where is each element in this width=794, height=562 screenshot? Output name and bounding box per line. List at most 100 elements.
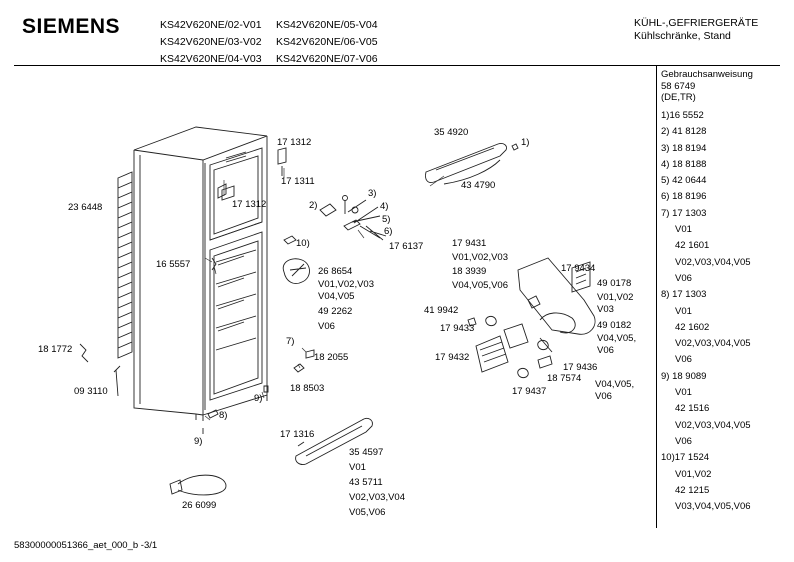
model-number: KS42V620NE/02-V01 xyxy=(160,19,262,31)
part-label: 18 7574 xyxy=(547,373,582,384)
product-category: KÜHL-,GEFRIERGERÄTE Kühlschränke, Stand xyxy=(634,17,758,43)
footnote-entry: V02,V03,V04,V05 xyxy=(675,338,751,350)
part-label: 18 2055 xyxy=(314,352,349,363)
part-label: 49 0178 xyxy=(597,278,632,289)
part-label: 35 4920 xyxy=(434,127,469,138)
model-number: KS42V620NE/06-V05 xyxy=(276,36,378,48)
model-number: KS42V620NE/04-V03 xyxy=(160,53,262,65)
footnote-entry: 2) 41 8128 xyxy=(661,126,707,138)
variant-label: V06 xyxy=(595,391,612,402)
variant-label: V01 xyxy=(349,462,366,473)
footnote-entry: 9) 18 9089 xyxy=(661,370,707,382)
part-label: 49 2262 xyxy=(318,306,353,317)
part-label: 09 3110 xyxy=(74,386,108,397)
handle-drawing xyxy=(425,143,519,185)
footnote-entry: 6) 18 8196 xyxy=(661,191,707,203)
part-label: 41 9942 xyxy=(424,305,459,316)
footnote-entry: 42 1601 xyxy=(675,240,710,252)
variant-label: V01,V02,V03 xyxy=(452,252,508,263)
part-label: 17 1312 xyxy=(277,137,312,148)
variant-label: V04,V05,V06 xyxy=(452,280,508,291)
model-number: KS42V620NE/07-V06 xyxy=(276,53,378,65)
document-id: 58300000051366_aet_000_b -3/1 xyxy=(14,540,158,551)
leader-lines xyxy=(204,168,445,421)
footnote-entry: V06 xyxy=(675,435,692,447)
variant-label: V01,V02 xyxy=(597,292,634,303)
footnote-entry: 42 1516 xyxy=(675,403,710,415)
footnote-entry: V06 xyxy=(675,354,692,366)
part-label: 18 1772 xyxy=(38,344,73,355)
footnote-entry: 10)17 1524 xyxy=(661,452,710,464)
footnote-entry: V01,V02 xyxy=(675,468,712,480)
fridge-cabinet-drawing xyxy=(117,126,268,421)
callout-label: 4) xyxy=(380,201,389,212)
small-parts-drawing xyxy=(79,147,387,434)
footnote-entry: V01 xyxy=(675,387,692,399)
footnote-entry: 3) 18 8194 xyxy=(661,142,707,154)
footnote-entry: V06 xyxy=(675,272,692,284)
variant-label: V04,V05 xyxy=(318,291,355,302)
callout-label: 10) xyxy=(296,238,310,249)
footnote-entry: V02,V03,V04,V05 xyxy=(675,256,751,268)
callout-label: 9) xyxy=(194,436,203,447)
callout-label: 1) xyxy=(521,137,530,148)
part-label: 17 9433 xyxy=(440,323,475,334)
callout-label: 8) xyxy=(219,410,228,421)
part-label: 26 6099 xyxy=(182,500,217,511)
part-label: 16 5557 xyxy=(156,259,191,270)
model-list-col2: KS42V620NE/05-V04 KS42V620NE/06-V05 KS42… xyxy=(276,19,378,66)
part-label: 35 4597 xyxy=(349,447,384,458)
model-number: KS42V620NE/05-V04 xyxy=(276,19,378,31)
footnote-entry: 42 1602 xyxy=(675,321,710,333)
part-label: 49 0182 xyxy=(597,320,632,331)
variant-label: V06 xyxy=(318,321,335,332)
variant-label: V02,V03,V04 xyxy=(349,492,405,503)
callout-label: 9) xyxy=(254,393,263,404)
airflow-assembly-drawing xyxy=(467,257,596,379)
variant-label: V01,V02,V03 xyxy=(318,279,374,290)
manual-title: Gebrauchsanweisung xyxy=(661,69,753,80)
callout-label: 2) xyxy=(309,200,318,211)
part-label: 17 1311 xyxy=(281,176,315,187)
part-label: 43 4790 xyxy=(461,180,496,191)
footnote-entry: V02,V03,V04,V05 xyxy=(675,419,751,431)
manual-number: 58 6749 xyxy=(661,80,696,92)
callout-label: 7) xyxy=(286,336,295,347)
part-label: 17 9431 xyxy=(452,238,487,249)
part-label: 17 1312 xyxy=(232,199,267,210)
part-label: 23 6448 xyxy=(68,202,103,213)
part-label: 18 3939 xyxy=(452,266,487,277)
sidebar-divider xyxy=(656,65,781,528)
part-footnote-list: 1)16 5552 2) 41 8128 3) 18 8194 4) 18 8188 5… xyxy=(661,108,751,515)
callout-label: 5) xyxy=(382,214,391,225)
part-label: 18 8503 xyxy=(290,383,325,394)
callout-label: 3) xyxy=(368,188,377,199)
header-divider xyxy=(14,65,780,66)
footnote-entry: V01 xyxy=(675,224,692,236)
part-label: 17 6137 xyxy=(389,241,424,252)
callout-label: 6) xyxy=(384,226,393,237)
manual-info: Gebrauchsanweisung 58 6749 (DE,TR) xyxy=(661,69,753,104)
manual-language: (DE,TR) xyxy=(661,92,696,103)
category-line: Kühlschränke, Stand xyxy=(634,30,731,42)
exploded-parts-diagram xyxy=(79,126,596,496)
part-label: 17 9437 xyxy=(512,386,547,397)
kickplate-drawing xyxy=(169,417,373,496)
part-label: 17 9434 xyxy=(561,263,596,274)
part-label: 17 9432 xyxy=(435,352,470,363)
footnote-entry: V03,V04,V05,V06 xyxy=(675,501,751,513)
variant-label: V04,V05, xyxy=(595,379,635,390)
footnote-entry: V01 xyxy=(675,305,692,317)
model-number: KS42V620NE/03-V02 xyxy=(160,36,262,48)
footnote-entry: 8) 17 1303 xyxy=(661,289,707,301)
footnote-entry: 5) 42 0644 xyxy=(661,175,707,187)
model-list-col1: KS42V620NE/02-V01 KS42V620NE/03-V02 KS42… xyxy=(160,19,262,66)
part-label: 43 5711 xyxy=(349,477,383,488)
brand-logo: SIEMENS xyxy=(22,15,121,38)
variant-label: V05,V06 xyxy=(349,507,386,518)
footnote-entry: 1)16 5552 xyxy=(661,110,704,121)
footnote-entry: 4) 18 8188 xyxy=(661,158,707,170)
footnote-entry: 42 1215 xyxy=(675,484,710,496)
variant-label: V06 xyxy=(597,345,614,356)
part-label: 26 8654 xyxy=(318,266,353,277)
